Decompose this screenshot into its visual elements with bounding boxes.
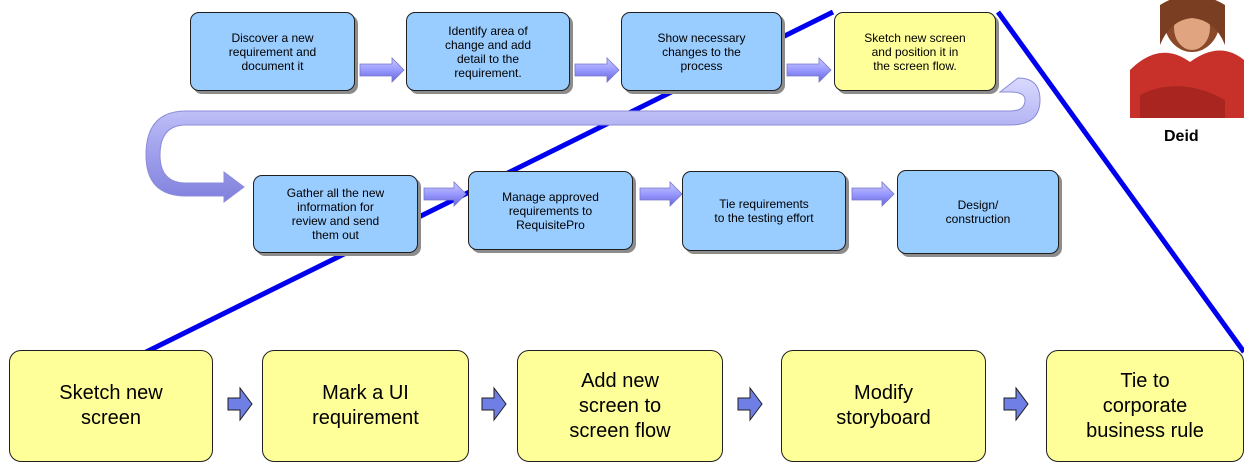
u-turn-arrow [145,77,1041,203]
detail-modify: Modify storyboard [781,350,986,462]
right-arrow-icon [423,181,467,207]
step-manage: Manage approved requirements to Requisit… [468,171,633,250]
right-arrow-icon [786,57,832,83]
process-arrows [359,57,895,207]
right-arrow-icon [639,181,683,207]
step-design: Design/ construction [897,170,1059,254]
detail-mark: Mark a UI requirement [262,350,469,462]
right-arrow-icon [574,57,620,83]
step-gather: Gather all the new information for revie… [253,175,418,253]
right-arrow-icon [227,386,253,422]
step-discover: Discover a new requirement and document … [190,12,355,91]
right-arrow-icon [851,181,895,207]
step-show-changes: Show necessary changes to the process [621,12,782,91]
zoom-line-right [995,10,1244,354]
step-identify: Identify area of change and add detail t… [406,12,570,91]
detail-add-screen: Add new screen to screen flow [517,350,723,462]
right-arrow-icon [481,386,507,422]
step-sketch-position: Sketch new screen and position it in the… [834,12,996,91]
step-tie-requirements: Tie requirements to the testing effort [682,171,846,251]
right-arrow-icon [1003,386,1029,422]
person-photo [1130,0,1244,118]
right-arrow-icon [737,386,763,422]
detail-sketch: Sketch new screen [9,350,213,462]
detail-arrows [227,386,1029,422]
person-name: Deid [1164,128,1199,145]
detail-tie-rule: Tie to corporate business rule [1046,350,1244,462]
right-arrow-icon [359,57,405,83]
